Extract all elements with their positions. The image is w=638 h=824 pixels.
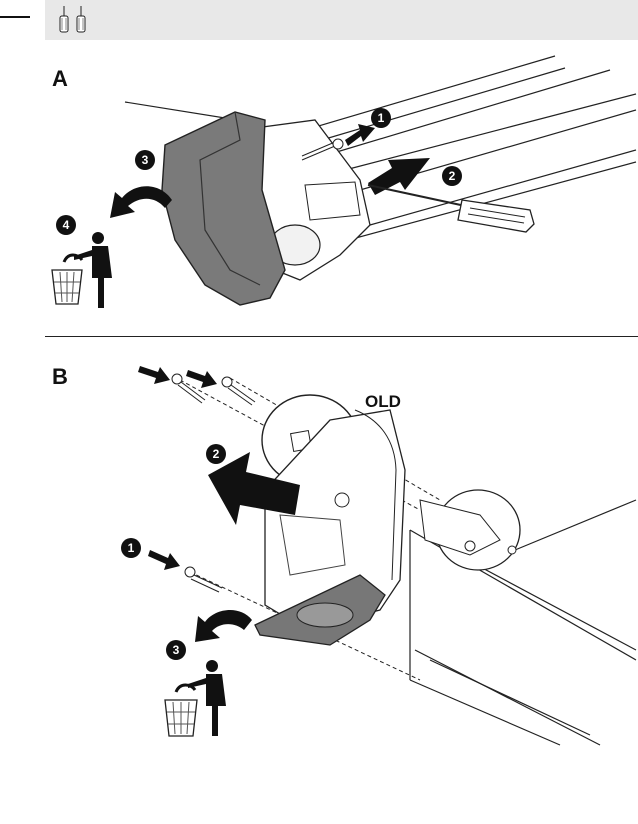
- person-disposing-icon: [188, 660, 226, 736]
- step-a1: 1: [378, 111, 385, 125]
- step-a4: 4: [63, 218, 70, 232]
- section-label-b: B: [52, 364, 69, 389]
- section-label-a: A: [52, 66, 69, 91]
- old-callout: OLD: [365, 392, 401, 411]
- step-b1: 1: [128, 541, 135, 555]
- illustration-a: 1 2 3 4: [51, 55, 637, 308]
- tools-header-bar: [45, 0, 638, 40]
- top-rule: [0, 16, 30, 18]
- step-a2: 2: [449, 169, 456, 183]
- screwdrivers-icon: [59, 6, 86, 33]
- trash-bin-icon: [51, 253, 84, 305]
- step-a3: 3: [142, 153, 149, 167]
- person-disposing-icon: [74, 232, 112, 308]
- step-b2: 2: [213, 447, 220, 461]
- step-b3: 3: [173, 643, 180, 657]
- section-divider: [45, 336, 638, 337]
- trash-bin-icon: [164, 683, 198, 737]
- illustration-b: 2 1 3: [121, 366, 637, 746]
